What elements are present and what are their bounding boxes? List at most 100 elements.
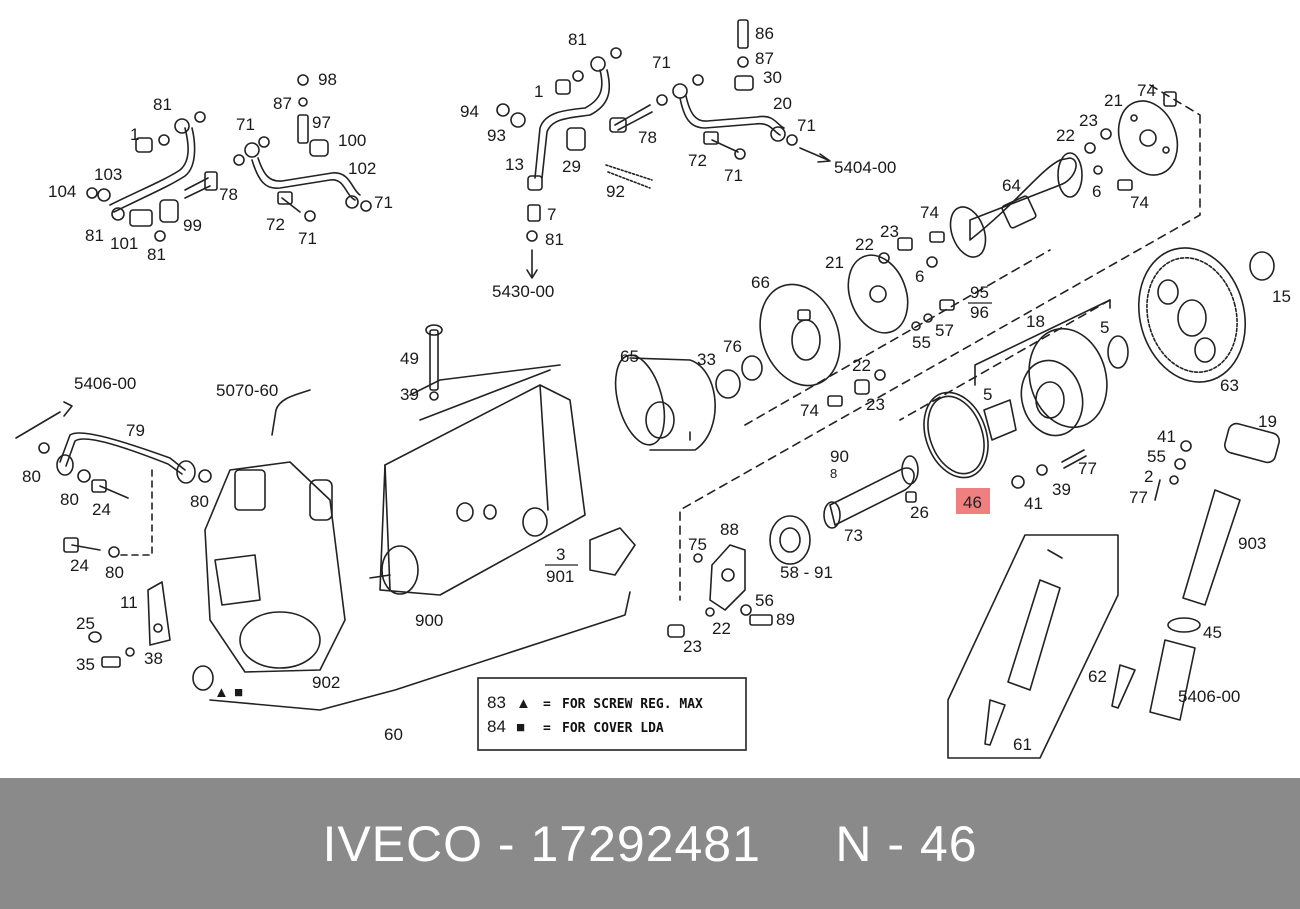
label-11: 11 bbox=[120, 593, 138, 612]
label-19: 19 bbox=[1258, 412, 1277, 431]
label-35: 35 bbox=[76, 655, 95, 674]
label-74d: 74 bbox=[800, 401, 819, 420]
legend-row-1-equals: = bbox=[543, 697, 551, 712]
label-38: 38 bbox=[144, 649, 163, 668]
label-55b: 55 bbox=[1147, 447, 1166, 466]
fuel-pipe-centre bbox=[534, 69, 603, 179]
label-903: 903 bbox=[1238, 534, 1266, 553]
label-49: 49 bbox=[400, 349, 419, 368]
o-ring-seal bbox=[923, 391, 989, 479]
label-103: 103 bbox=[94, 165, 122, 184]
label-46-highlighted: 46 bbox=[963, 493, 982, 512]
label-902: 902 bbox=[312, 673, 340, 692]
label-77b: 77 bbox=[1129, 488, 1148, 507]
label-98: 98 bbox=[318, 70, 337, 89]
label-21a: 21 bbox=[1104, 91, 1123, 110]
legend-box bbox=[477, 677, 747, 751]
label-45: 45 bbox=[1203, 623, 1222, 642]
label-41a: 41 bbox=[1024, 494, 1043, 513]
label-22a: 22 bbox=[1056, 126, 1075, 145]
label-71e: 71 bbox=[724, 166, 743, 185]
coupling-shaft bbox=[969, 157, 1077, 241]
label-62: 62 bbox=[1088, 667, 1107, 686]
label-5b: 5 bbox=[983, 385, 992, 404]
legend-row-1-text: FOR SCREW REG. MAX bbox=[562, 697, 703, 712]
square-symbol: ■ bbox=[234, 684, 243, 701]
label-73: 73 bbox=[844, 526, 863, 545]
label-1b: 1 bbox=[534, 82, 543, 101]
label-72a: 72 bbox=[266, 215, 285, 234]
drive-gear bbox=[1137, 247, 1247, 383]
legend-rows: 83 ▲ = FOR SCREW REG. MAX 84 ■ = FOR COV… bbox=[487, 693, 703, 736]
label-89: 89 bbox=[776, 610, 795, 629]
label-76: 76 bbox=[723, 337, 742, 356]
label-74a: 74 bbox=[1137, 81, 1156, 100]
label-33: 33 bbox=[697, 350, 716, 369]
label-23d: 23 bbox=[683, 637, 702, 656]
label-ref5070: 5070-60 bbox=[216, 381, 278, 400]
label-22d: 22 bbox=[712, 619, 731, 638]
label-71c: 71 bbox=[374, 193, 393, 212]
label-95: 95 bbox=[970, 283, 989, 302]
label-100: 100 bbox=[338, 131, 366, 150]
part-labels: 81 1 103 104 81 101 81 99 78 71 87 98 97… bbox=[22, 24, 1291, 754]
legend-row-2-equals: = bbox=[543, 721, 551, 736]
label-20: 20 bbox=[773, 94, 792, 113]
injector-right bbox=[1182, 489, 1241, 606]
label-81a: 81 bbox=[153, 95, 172, 114]
label-77a: 77 bbox=[1078, 459, 1097, 478]
label-94: 94 bbox=[460, 102, 479, 121]
label-23c: 23 bbox=[866, 395, 885, 414]
label-26: 26 bbox=[910, 503, 929, 522]
label-80c: 80 bbox=[190, 492, 209, 511]
label-81c: 81 bbox=[147, 245, 166, 264]
label-81d: 81 bbox=[568, 30, 587, 49]
label-3: 3 bbox=[556, 545, 565, 564]
label-1a: 1 bbox=[130, 125, 139, 144]
label-71d: 71 bbox=[652, 53, 671, 72]
label-ref5404: 5404-00 bbox=[834, 158, 896, 177]
label-58-91: 58 - 91 bbox=[780, 563, 833, 582]
label-18: 18 bbox=[1026, 312, 1045, 331]
legend-row-2-text: FOR COVER LDA bbox=[562, 721, 664, 736]
label-87b: 87 bbox=[755, 49, 774, 68]
label-72b: 72 bbox=[688, 151, 707, 170]
legend-row-1-symbol: ▲ bbox=[516, 695, 531, 712]
label-99: 99 bbox=[183, 216, 202, 235]
label-80b: 80 bbox=[60, 490, 79, 509]
injector-61-box bbox=[947, 534, 1119, 759]
label-79: 79 bbox=[126, 421, 145, 440]
label-7: 7 bbox=[547, 205, 556, 224]
label-57: 57 bbox=[935, 321, 954, 340]
parts-diagram: 81 1 103 104 81 101 81 99 78 71 87 98 97… bbox=[15, 19, 1291, 759]
label-88: 88 bbox=[720, 520, 739, 539]
label-24a: 24 bbox=[92, 500, 111, 519]
label-74c: 74 bbox=[920, 203, 939, 222]
label-65: 65 bbox=[620, 347, 639, 366]
label-22b: 22 bbox=[855, 235, 874, 254]
label-63: 63 bbox=[1220, 376, 1239, 395]
triangle-symbol: ▲ bbox=[214, 684, 229, 701]
label-30: 30 bbox=[763, 68, 782, 87]
label-80a: 80 bbox=[22, 467, 41, 486]
label-60: 60 bbox=[384, 725, 403, 744]
pump-governor-902 bbox=[204, 461, 346, 673]
label-92: 92 bbox=[606, 182, 625, 201]
label-81b: 81 bbox=[85, 226, 104, 245]
legend-row-1-number: 83 bbox=[487, 693, 506, 712]
label-90: 90 bbox=[830, 447, 849, 466]
label-56: 56 bbox=[755, 591, 774, 610]
label-41b: 41 bbox=[1157, 427, 1176, 446]
label-87a: 87 bbox=[273, 94, 292, 113]
label-86: 86 bbox=[755, 24, 774, 43]
label-13: 13 bbox=[505, 155, 524, 174]
label-74b: 74 bbox=[1130, 193, 1149, 212]
footer-part-number: IVECO - 17292481 N - 46 bbox=[322, 815, 978, 872]
label-900: 900 bbox=[415, 611, 443, 630]
label-8: 8 bbox=[830, 466, 837, 481]
label-ref5406a: 5406-00 bbox=[74, 374, 136, 393]
injection-pump-900 bbox=[379, 384, 586, 596]
label-93: 93 bbox=[487, 126, 506, 145]
label-901: 901 bbox=[546, 567, 574, 586]
label-71b: 71 bbox=[298, 229, 317, 248]
